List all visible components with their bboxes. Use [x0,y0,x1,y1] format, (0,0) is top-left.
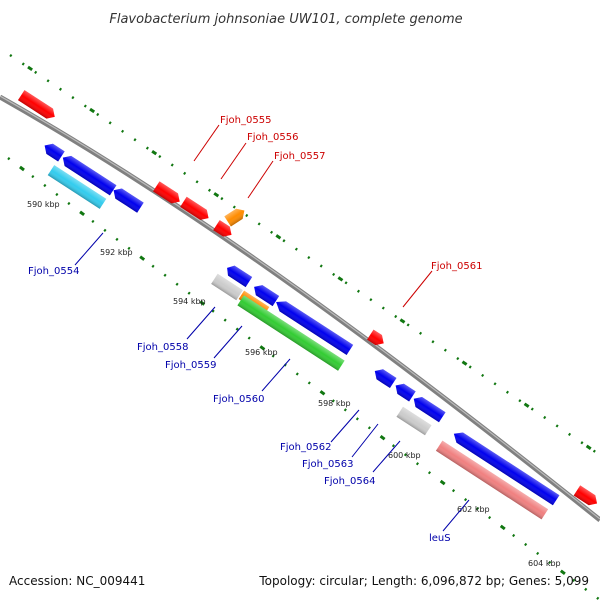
tick-label-592: 592 kbp [100,248,133,257]
reverse-genes [41,141,560,520]
tick-label-594: 594 kbp [173,297,206,306]
leader-line-fjoh-0558 [186,306,216,340]
genome-backbone-highlight [0,95,600,520]
reverse-gene-labels: Fjoh_0554 Fjoh_0558 Fjoh_0559 Fjoh_0560 … [28,232,470,544]
forward-gene-labels: Fjoh_0555 Fjoh_0556 Fjoh_0557 Fjoh_0561 [193,115,482,308]
gene-leuS[interactable] [435,440,549,520]
tick-label-600: 600 kbp [388,451,421,460]
label-fjoh-0562[interactable]: Fjoh_0562 [280,442,331,453]
gene-fjoh-0557[interactable] [224,206,247,227]
leader-line-fjoh-0560 [261,358,291,392]
label-fjoh-0563[interactable]: Fjoh_0563 [302,459,353,470]
leader-line-fjoh-0556 [220,142,247,180]
gene-fjoh-0561[interactable] [367,329,387,349]
tick-label-604: 604 kbp [528,559,561,568]
leader-line-fjoh-0557 [247,160,274,199]
label-fjoh-0557[interactable]: Fjoh_0557 [274,151,325,162]
label-fjoh-0558[interactable]: Fjoh_0558 [137,342,188,353]
accession-text: Accession: NC_009441 [9,574,145,588]
gene-fjoh-0555[interactable] [152,181,183,206]
gene-fjoh-0564[interactable] [410,394,446,423]
genome-summary-text: Topology: circular; Length: 6,096,872 bp… [258,574,589,588]
gene-reverse-unlabeled-5[interactable] [251,282,280,307]
label-fjoh-0560[interactable]: Fjoh_0560 [213,394,264,405]
genome-backbone [0,94,600,522]
gene-forward-unlabeled-3[interactable] [573,485,600,508]
leader-line-fjoh-0555 [193,124,220,162]
gene-reverse-unlabeled-7[interactable] [451,429,560,506]
label-fjoh-0561[interactable]: Fjoh_0561 [431,261,482,272]
gene-reverse-unlabeled-4[interactable] [224,263,253,288]
leader-line-fjoh-0562 [330,409,360,443]
label-fjoh-0559[interactable]: Fjoh_0559 [165,360,216,371]
gene-fjoh-0558-reverse[interactable] [273,297,354,355]
gene-fjoh-0563[interactable] [392,381,416,402]
gene-fjoh-0562[interactable] [372,366,397,389]
gene-forward-unlabeled-1[interactable] [17,90,58,122]
dotted-track-inner [7,156,600,600]
forward-genes [17,90,600,508]
gene-reverse-unlabeled-6[interactable] [396,406,432,436]
leader-line-leuS [442,499,470,532]
gene-reverse-unlabeled-1[interactable] [41,141,65,162]
gene-fjoh-0560[interactable] [237,295,345,371]
dotted-track-outer [9,53,600,457]
dotted-track-inner-long-ticks [19,165,600,600]
label-leuS[interactable]: leuS [429,533,451,544]
tick-label-590: 590 kbp [27,200,60,209]
label-fjoh-0564[interactable]: Fjoh_0564 [324,476,375,487]
gene-reverse-unlabeled-2[interactable] [60,153,117,196]
gene-fjoh-0558[interactable] [211,273,243,301]
label-fjoh-0555[interactable]: Fjoh_0555 [220,115,271,126]
leader-line-fjoh-0564 [372,440,401,473]
tick-labels: 590 kbp 592 kbp 594 kbp 596 kbp 598 kbp … [27,200,561,568]
tick-label-598: 598 kbp [318,399,351,408]
gene-reverse-unlabeled-3[interactable] [110,185,144,213]
gene-fjoh-0554[interactable] [47,165,107,209]
label-fjoh-0556[interactable]: Fjoh_0556 [247,132,298,143]
leader-line-fjoh-0563 [351,423,379,458]
leader-line-fjoh-0554 [74,232,104,266]
leader-line-fjoh-0559 [213,325,243,359]
leader-line-fjoh-0561 [402,270,433,308]
dotted-track-outer-long-ticks [27,65,600,457]
tick-label-602: 602 kbp [457,505,490,514]
gene-fjoh-0556[interactable] [180,196,212,223]
gene-forward-unlabeled-2[interactable] [213,220,235,240]
map-title: Flavobacterium johnsoniae UW101, complet… [109,12,462,27]
label-fjoh-0554[interactable]: Fjoh_0554 [28,266,79,277]
tick-label-596: 596 kbp [245,348,278,357]
